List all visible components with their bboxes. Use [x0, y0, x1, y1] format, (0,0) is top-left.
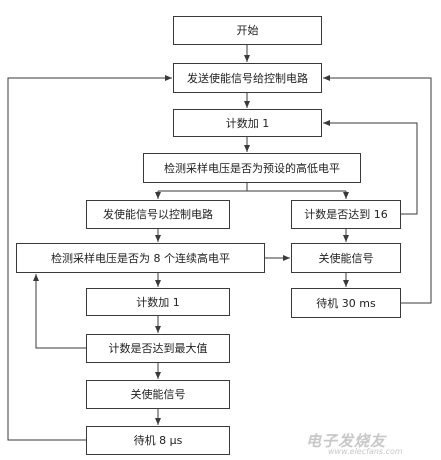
- disable-signal-right-node: 关使能信号: [291, 243, 401, 273]
- watermark-url: www.elecfans.com: [328, 447, 403, 456]
- count-add-node-top: 计数加 1: [173, 109, 322, 137]
- loop-count16-to-count: [323, 120, 418, 215]
- send-enable-signal-node: 发送使能信号给控制电路: [173, 63, 322, 93]
- send-enable-control-node: 发使能信号以控制电路: [86, 200, 230, 229]
- count-add-node: 计数加 1: [86, 288, 230, 316]
- standby-8us-node: 待机 8 μs: [86, 426, 230, 455]
- disable-signal-node: 关使能信号: [86, 380, 230, 409]
- start-node: 开始: [173, 16, 322, 45]
- count-reach-16-node: 计数是否达到 16: [291, 200, 401, 229]
- watermark: 电子发烧友 www.elecfans.com: [306, 428, 430, 458]
- detect-8-high-node: 检测采样电压是否为 8 个连续高电平: [16, 243, 265, 273]
- count-reach-max-node: 计数是否达到最大值: [86, 334, 230, 363]
- watermark-logo: 电子发烧友: [306, 432, 387, 450]
- standby-30ms-node: 待机 30 ms: [291, 288, 401, 318]
- loop-standby8-to-send: [7, 75, 172, 441]
- detect-preset-level-node: 检测采样电压是否为预设的高低电平: [143, 153, 361, 183]
- loop-max-to-det8: [33, 274, 86, 349]
- loop-standby30-to-send: [323, 75, 432, 304]
